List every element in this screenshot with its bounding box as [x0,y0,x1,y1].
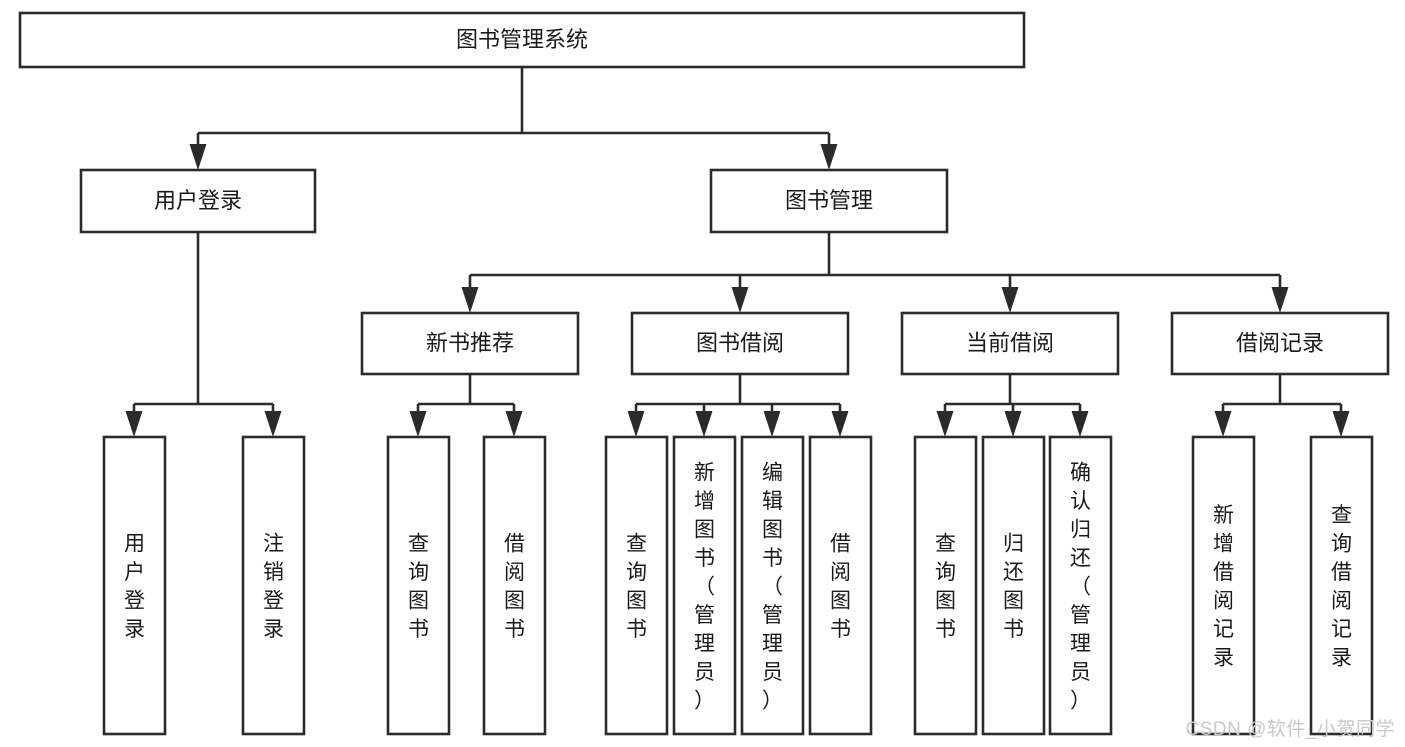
leaf-node-node-9-e5bd92e8bf98e59bbee4b9a6[interactable]: 归还图书 [981,435,1046,736]
node-label: 归还图书 [1003,533,1024,642]
leaf-node-node-8-e69fa5e8afa2e59bbee4b9a6[interactable]: 查询图书 [913,435,978,736]
leaf-node-node-4-e69fa5e8afa2e59bbee4b9a6[interactable]: 查询图书 [604,435,669,736]
node-label: 当前借阅 [966,330,1054,355]
leaf-node-node-11-e696b0e5a29ee5809fe99885[interactable]: 新增借阅记录 [1191,435,1256,736]
leaf-node-node-12-e69fa5e8afa2e5809fe99885[interactable]: 查询借阅记录 [1309,435,1374,736]
node-rect[interactable] [1191,435,1256,736]
node-rect[interactable] [672,435,737,736]
leaf-node-node-10-e7a1aee8aea4e5bd92e8bf98[interactable]: 确认归还（管理员） [1048,435,1113,736]
level3-node-node-1-e59bbee4b9a6e5809fe99885[interactable]: 图书借阅 [630,311,850,376]
node-rect[interactable] [913,435,978,736]
node-label: 借阅记录 [1236,330,1324,355]
connector-current-borrow-to-leaves [936,374,1089,437]
node-rect[interactable] [1309,435,1374,736]
connector-book-manage-to-level3 [461,232,1289,313]
node-rect[interactable] [482,435,547,736]
node-label: 用户登录 [124,533,145,642]
node-rect[interactable] [386,435,451,736]
node-rect[interactable] [808,435,873,736]
level3-node-node-0-e696b0e4b9a6e68ea8e88d90[interactable]: 新书推荐 [360,311,580,376]
csdn-watermark: CSDN @软件_小贺同学 [1185,719,1395,740]
node-rect[interactable] [604,435,669,736]
leaf-node-node-6-e7bc96e8be91e59bbee4b9a6[interactable]: 编辑图书（管理员） [740,435,805,736]
level3-node-node-3-e5809fe99885e8aeb0e5bd95[interactable]: 借阅记录 [1170,311,1390,376]
node-label: 借阅图书 [504,533,525,642]
node-label: 图书借阅 [696,330,784,355]
node-label: 新增图书（管理员） [694,461,715,712]
node-label: 注销登录 [263,533,284,642]
connector-user-login-to-leaves [125,232,282,437]
connector-new-book-to-leaves [409,374,523,437]
connectors-layer [125,67,1350,437]
node-label: 新书推荐 [426,330,514,355]
node-rect[interactable] [1048,435,1113,736]
node-rect[interactable] [900,311,1120,376]
connector-records-to-leaves [1214,374,1350,437]
node-label: 查询借阅记录 [1331,504,1352,670]
node-rect[interactable] [709,168,949,234]
connector-root-to-level2 [189,67,838,170]
node-label: 用户登录 [154,188,242,213]
node-label: 编辑图书（管理员） [762,461,783,712]
node-rect[interactable] [1170,311,1390,376]
node-rect[interactable] [102,435,167,736]
leaf-node-node-2-e69fa5e8afa2e59bbee4b9a6[interactable]: 查询图书 [386,435,451,736]
nodes-layer: 图书管理系统用户登录图书管理新书推荐图书借阅当前借阅借阅记录用户登录注销登录查询… [18,11,1390,736]
leaf-node-node-0-e794a8e688b7e799bbe5bd95[interactable]: 用户登录 [102,435,167,736]
node-rect[interactable] [630,311,850,376]
node-label: 查询图书 [935,533,956,642]
node-label: 借阅图书 [830,533,851,642]
leaf-node-node-1-e6b3a8e99480e799bbe5bd95[interactable]: 注销登录 [241,435,306,736]
node-rect[interactable] [79,168,317,234]
root-node-node-0-e59bbee4b9a6e7aea1e79086[interactable]: 图书管理系统 [18,11,1026,69]
node-rect[interactable] [241,435,306,736]
node-rect[interactable] [740,435,805,736]
connector-borrow-to-leaves [627,374,849,437]
node-rect[interactable] [360,311,580,376]
node-label: 图书管理系统 [456,27,588,52]
level2-node-node-0-e794a8e688b7e799bbe5bd95[interactable]: 用户登录 [79,168,317,234]
node-rect[interactable] [18,11,1026,69]
node-label: 新增借阅记录 [1213,504,1234,670]
leaf-node-node-3-e5809fe99885e59bbee4b9a6[interactable]: 借阅图书 [482,435,547,736]
level2-node-node-1-e59bbee4b9a6e7aea1e79086[interactable]: 图书管理 [709,168,949,234]
node-label: 确认归还（管理员） [1070,461,1091,712]
node-label: 图书管理 [785,188,873,213]
node-label: 查询图书 [626,533,647,642]
level3-node-node-2-e5bd93e5898de5809fe99885[interactable]: 当前借阅 [900,311,1120,376]
leaf-node-node-7-e5809fe99885e59bbee4b9a6[interactable]: 借阅图书 [808,435,873,736]
node-label: 查询图书 [408,533,429,642]
leaf-node-node-5-e696b0e5a29ee59bbee4b9a6[interactable]: 新增图书（管理员） [672,435,737,736]
node-rect[interactable] [981,435,1046,736]
